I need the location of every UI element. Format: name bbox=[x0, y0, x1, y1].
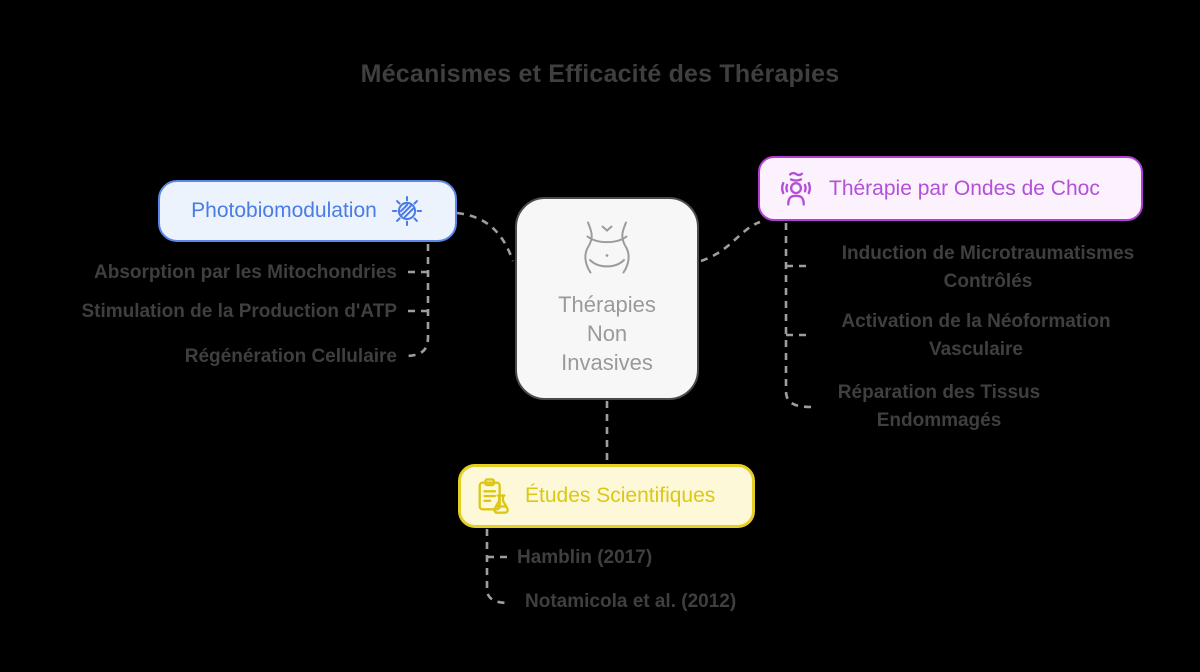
leaf-regeneration-cellulaire[interactable]: Régénération Cellulaire bbox=[184, 346, 397, 367]
leaf-induction-microtraumatismes[interactable]: Induction de Microtraumatismes Contrôlés bbox=[841, 243, 1135, 292]
connector-purple-children-spine bbox=[784, 223, 813, 409]
clipboard-flask-icon bbox=[474, 476, 512, 516]
connector-blue-to-center bbox=[456, 211, 515, 262]
branch-photobiomodulation[interactable]: Photobiomodulation bbox=[158, 180, 457, 242]
connector-yellow-children-spine bbox=[485, 529, 510, 605]
torso-icon bbox=[575, 219, 639, 284]
diagram-title: Mécanismes et Efficacité des Thérapies bbox=[360, 60, 840, 88]
leaf-hamblin-2017[interactable]: Hamblin (2017) bbox=[517, 547, 653, 568]
central-node-label: Thérapies Non Invasives bbox=[558, 292, 656, 375]
leaf-stimulation-atp[interactable]: Stimulation de la Production d'ATP bbox=[81, 301, 397, 322]
branch-ondes-de-choc-label: Thérapie par Ondes de Choc bbox=[829, 176, 1100, 200]
connector-blue-children-spine bbox=[403, 244, 430, 358]
branch-etudes-scientifiques[interactable]: Études Scientifiques bbox=[458, 464, 755, 528]
branch-therapie-ondes-de-choc[interactable]: Thérapie par Ondes de Choc bbox=[758, 156, 1143, 221]
central-node-therapies-non-invasives[interactable]: Thérapies Non Invasives bbox=[515, 197, 699, 400]
branch-etudes-scientifiques-label: Études Scientifiques bbox=[525, 484, 716, 507]
shockwave-person-icon bbox=[776, 170, 816, 208]
connector-center-to-purple bbox=[700, 220, 761, 263]
leaf-reparation-tissus[interactable]: Réparation des Tissus Endommagés bbox=[837, 382, 1041, 431]
leaf-notamicola-2012[interactable]: Notamicola et al. (2012) bbox=[525, 591, 737, 612]
leaf-activation-neoformation[interactable]: Activation de la Néoformation Vasculaire bbox=[841, 311, 1111, 360]
sun-icon bbox=[390, 194, 424, 228]
leaf-absorption-mitochondries[interactable]: Absorption par les Mitochondries bbox=[94, 262, 397, 283]
branch-photobiomodulation-label: Photobiomodulation bbox=[191, 199, 377, 222]
